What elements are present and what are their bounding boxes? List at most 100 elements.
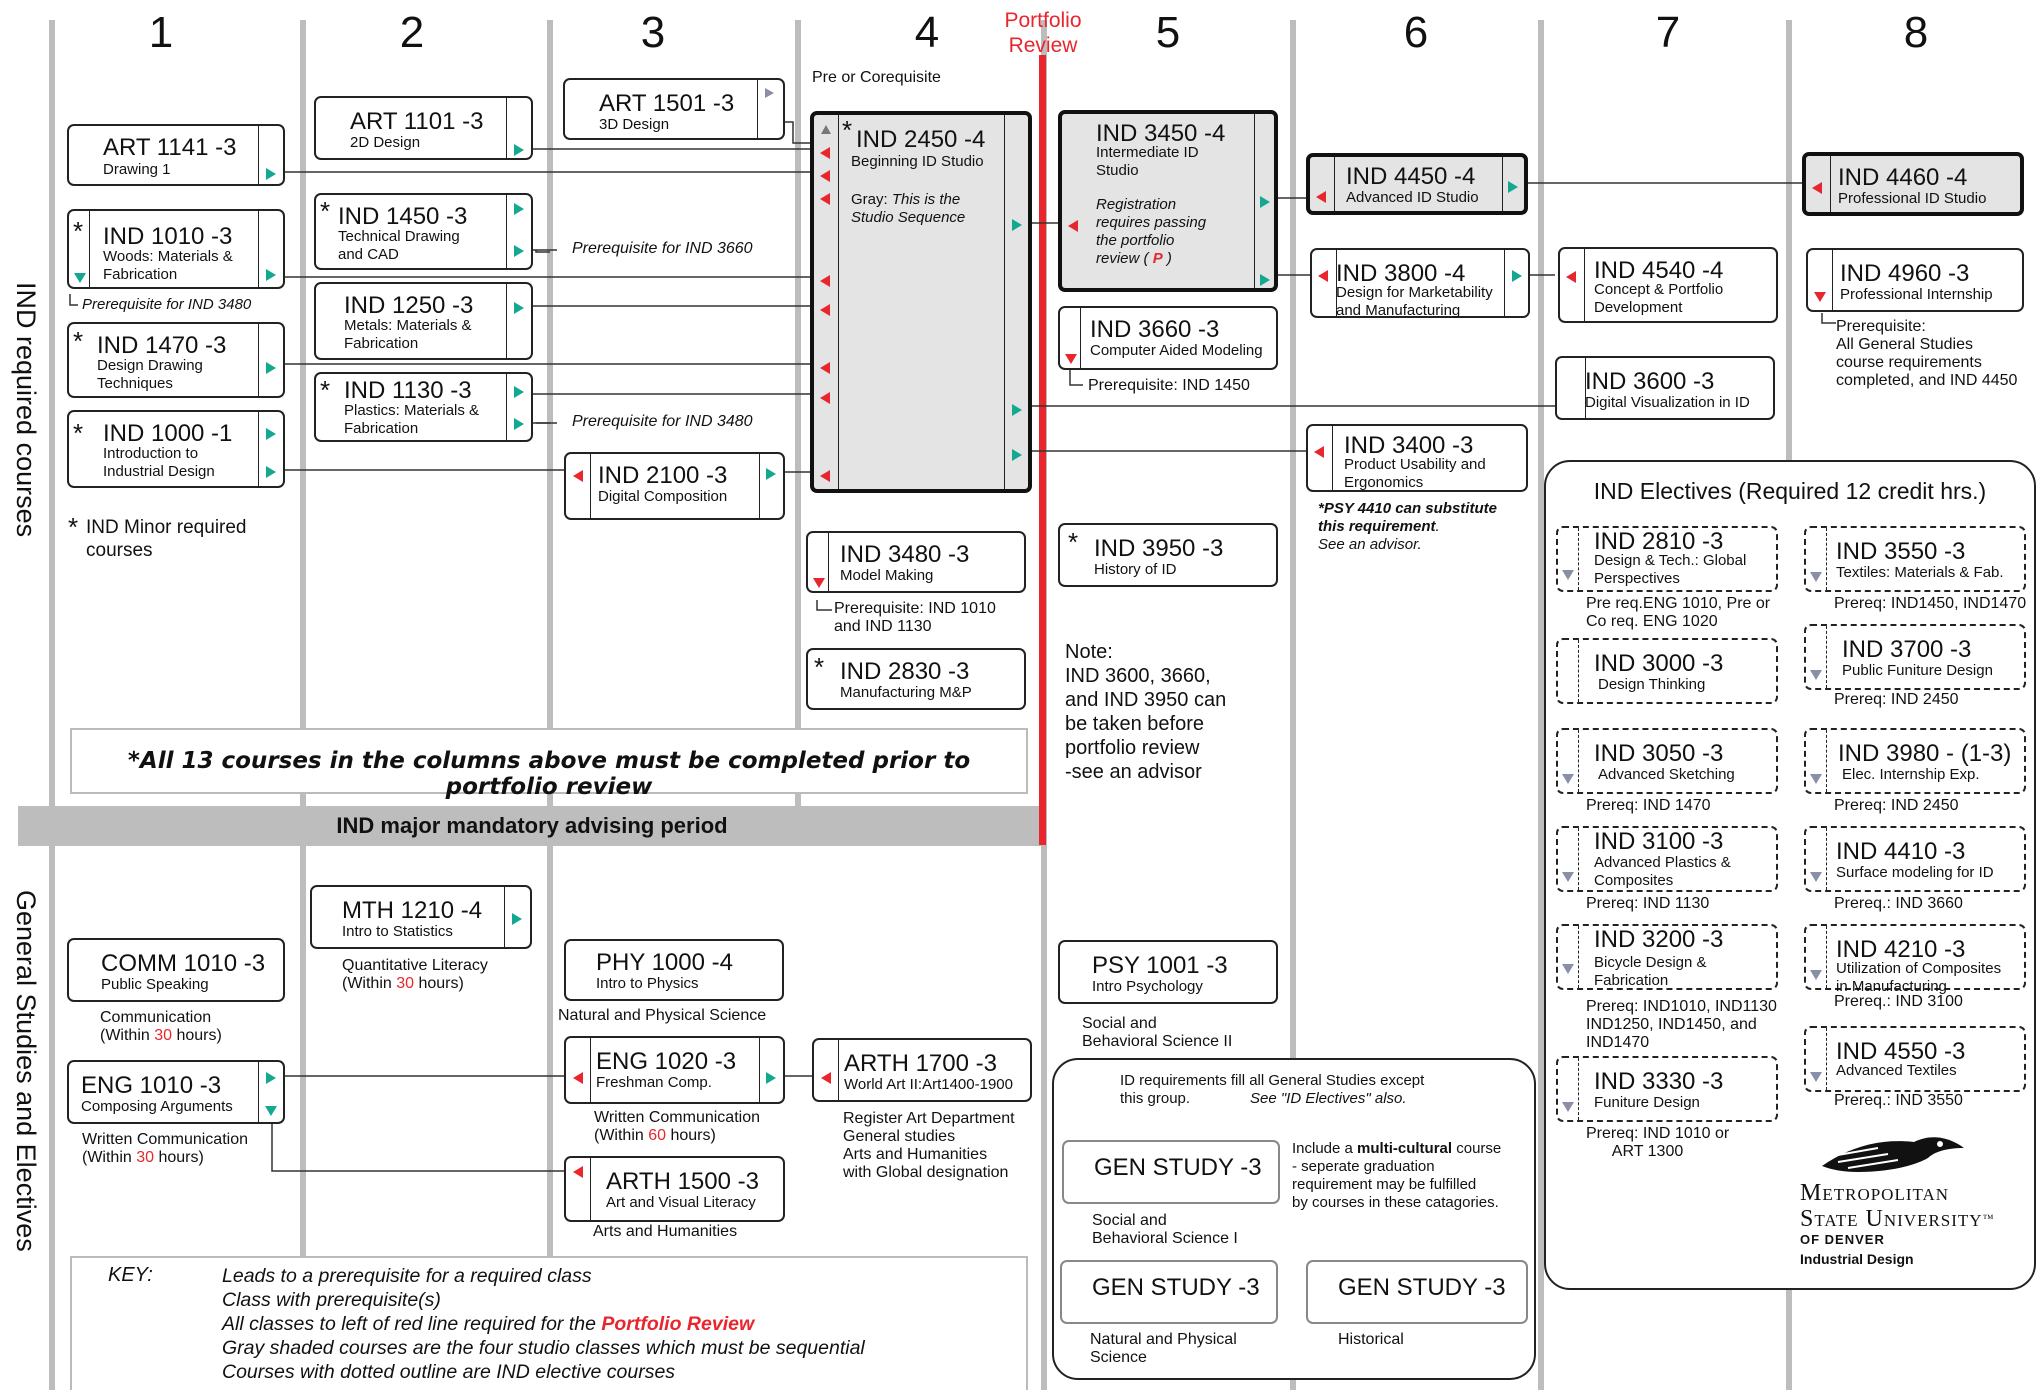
has-prereq-arrow-icon <box>1065 354 1077 364</box>
course-ind3600[interactable]: IND 3600 -3 Digital Visualization in ID <box>1555 356 1775 420</box>
prereq-arrow-icon <box>820 362 830 374</box>
course-code: IND 3000 -3 <box>1594 650 1724 677</box>
course-name: Introduction to Industrial Design <box>103 445 215 480</box>
course-code: PSY 1001 -3 <box>1092 952 1228 979</box>
course-code: GEN STUDY -3 <box>1094 1154 1262 1181</box>
course-ind1470[interactable]: * IND 1470 -3 Design Drawing Techniques <box>67 322 285 398</box>
gen-study-historical[interactable]: GEN STUDY -3 <box>1306 1260 1528 1324</box>
course-code: IND 3950 -3 <box>1094 535 1224 562</box>
leads-to-arrow-icon <box>1260 274 1270 286</box>
course-name: Design & Tech.: Global Perspectives <box>1594 552 1747 587</box>
course-code: GEN STUDY -3 <box>1338 1274 1506 1301</box>
gen-category: Communication(Within 30 hours) <box>100 1009 222 1044</box>
gen-panel-header-link: See "ID Electives" also. <box>1250 1090 1407 1107</box>
elective-ind3550[interactable]: IND 3550 -3 Textiles: Materials & Fab. <box>1804 526 2026 592</box>
course-psy1001[interactable]: PSY 1001 -3 Intro Psychology <box>1058 940 1278 1004</box>
elective-ind3330[interactable]: IND 3330 -3 Funiture Design <box>1556 1056 1778 1122</box>
course-code: ENG 1010 -3 <box>81 1072 222 1099</box>
course-arth1700[interactable]: ARTH 1700 -3 World Art II:Art1400-1900 <box>812 1038 1032 1102</box>
course-ind2830[interactable]: * IND 2830 -3 Manufacturing M&P <box>806 648 1026 710</box>
key-line: Leads to a prerequisite for a required c… <box>222 1265 592 1287</box>
course-ind3950[interactable]: * IND 3950 -3 History of ID <box>1058 523 1278 587</box>
course-ind3400[interactable]: IND 3400 -3 Product Usability and Ergono… <box>1306 424 1528 492</box>
course-ind4540[interactable]: IND 4540 -4 Concept & Portfolio Developm… <box>1558 247 1778 323</box>
course-ind3800[interactable]: IND 3800 -4 Design for Marketability and… <box>1310 248 1530 319</box>
course-code: IND 1130 -3 <box>344 377 472 404</box>
has-prereq-arrow-icon <box>1562 774 1574 784</box>
course-eng1020[interactable]: ENG 1020 -3 Freshman Comp. <box>564 1036 785 1104</box>
course-name: Design for Marketability and Manufacturi… <box>1336 284 1493 319</box>
course-code: IND 4210 -3 <box>1836 936 1966 963</box>
minor-star-icon: * <box>814 652 825 682</box>
prereq-note: Prerequisite for IND 3480 <box>572 413 753 430</box>
course-name: Utilization of Composites in Manufacturi… <box>1836 960 2002 995</box>
substitution-note: *PSY 4410 can substitute this requiremen… <box>1318 500 1497 553</box>
elective-ind3980[interactable]: IND 3980 - (1-3) Elec. Internship Exp. <box>1804 728 2026 794</box>
leads-to-arrow-icon <box>74 273 86 283</box>
logo-line3: OF DENVER <box>1800 1232 1885 1247</box>
prereq-arrow-icon <box>1068 220 1078 232</box>
course-ind3480[interactable]: IND 3480 -3 Model Making <box>806 531 1026 593</box>
gen-study-natural[interactable]: GEN STUDY -3 <box>1060 1260 1278 1324</box>
course-name: Digital Visualization in ID <box>1585 394 1750 411</box>
elective-ind3050[interactable]: IND 3050 -3 Advanced Sketching <box>1556 728 1778 794</box>
elective-ind4410[interactable]: IND 4410 -3 Surface modeling for ID <box>1804 826 2026 892</box>
prereq-note: Prereq.: IND 3100 <box>1834 993 1963 1010</box>
course-name: Manufacturing M&P <box>840 684 972 701</box>
course-art1501[interactable]: ART 1501 -3 3D Design <box>563 78 785 140</box>
column-number: 5 <box>1155 8 1181 57</box>
gen-category: Social and Behavioral Science II <box>1082 1015 1233 1050</box>
course-code: IND 3800 -4 <box>1336 260 1466 287</box>
course-name: 2D Design <box>350 134 421 151</box>
course-ind3660[interactable]: IND 3660 -3 Computer Aided Modeling <box>1058 306 1278 370</box>
course-ind1010[interactable]: * IND 1010 -3 Woods: Materials & Fabrica… <box>67 209 285 289</box>
course-ind3450[interactable]: IND 3450 -4 Intermediate ID Studio Regis… <box>1058 110 1278 292</box>
minor-star-icon: * <box>68 512 79 542</box>
course-ind4460[interactable]: IND 4460 -4 Professional ID Studio <box>1802 152 2024 216</box>
prereq-note: Prerequisite: IND 1450 <box>1088 377 1250 394</box>
pre-or-coreq-label: Pre or Corequisite <box>812 69 941 86</box>
prereq-note: Prereq: IND 2450 <box>1834 797 1959 814</box>
course-ind2450[interactable]: * IND 2450 -4 Beginning ID Studio Gray: … <box>810 111 1032 493</box>
has-prereq-arrow-icon <box>1562 1102 1574 1112</box>
course-ind1250[interactable]: IND 1250 -3 Metals: Materials & Fabricat… <box>314 282 533 360</box>
course-ind4450[interactable]: IND 4450 -4 Advanced ID Studio <box>1306 153 1528 215</box>
prereq-arrow-icon <box>820 193 830 205</box>
column-divider <box>1290 20 1296 1390</box>
leads-to-arrow-icon <box>266 1072 276 1084</box>
leads-to-arrow-icon <box>1012 449 1022 461</box>
gen-study-social[interactable]: GEN STUDY -3 <box>1062 1140 1280 1204</box>
column-number: 1 <box>148 8 174 57</box>
elective-ind4210[interactable]: IND 4210 -3 Utilization of Composites in… <box>1804 924 2026 995</box>
prereq-arrow-icon <box>821 1072 831 1084</box>
course-art1141[interactable]: ART 1141 -3 Drawing 1 <box>67 124 285 186</box>
course-ind1000[interactable]: * IND 1000 -1 Introduction to Industrial… <box>67 410 285 488</box>
course-ind2100[interactable]: IND 2100 -3 Digital Composition <box>564 452 785 520</box>
course-eng1010[interactable]: ENG 1010 -3 Composing Arguments <box>67 1060 285 1124</box>
portfolio-review-label: Portfolio Review <box>1004 9 1082 57</box>
elective-ind3000[interactable]: IND 3000 -3 Design Thinking <box>1556 638 1778 704</box>
course-comm1010[interactable]: COMM 1010 -3 Public Speaking <box>67 938 285 1002</box>
course-ind1130[interactable]: * IND 1130 -3 Plastics: Materials & Fabr… <box>314 372 533 442</box>
course-arth1500[interactable]: ARTH 1500 -3 Art and Visual Literacy <box>564 1156 785 1222</box>
course-name: Design Drawing Techniques <box>97 357 203 392</box>
logo-text: Metropolitan State University™ OF DENVER… <box>1800 1180 1994 1267</box>
key-line: All classes to left of red line required… <box>222 1313 755 1335</box>
elective-ind3200[interactable]: IND 3200 -3 Bicycle Design & Fabrication <box>1556 924 1778 990</box>
course-code: IND 4540 -4 <box>1594 257 1724 284</box>
column-number: 3 <box>640 8 666 57</box>
elective-ind4550[interactable]: IND 4550 -3 Advanced Textiles <box>1804 1026 2026 1092</box>
course-phy1000[interactable]: PHY 1000 -4 Intro to Physics <box>564 939 784 1001</box>
prereq-arrow-icon <box>573 470 583 482</box>
course-art1101[interactable]: ART 1101 -3 2D Design <box>314 96 533 160</box>
minor-star-icon: * <box>320 196 331 226</box>
portfolio-review-line <box>1039 55 1046 845</box>
elective-ind3700[interactable]: IND 3700 -3 Public Funiture Design <box>1804 624 2026 690</box>
elective-ind2810[interactable]: IND 2810 -3 Design & Tech.: Global Persp… <box>1556 526 1778 592</box>
elective-ind3100[interactable]: IND 3100 -3 Advanced Plastics & Composit… <box>1556 826 1778 892</box>
leads-to-arrow-icon <box>514 418 524 430</box>
course-name: Public Funiture Design <box>1842 662 1993 679</box>
course-ind4960[interactable]: IND 4960 -3 Professional Internship <box>1806 248 2024 312</box>
course-ind1450[interactable]: * IND 1450 -3 Technical Drawing and CAD <box>314 193 533 270</box>
course-mth1210[interactable]: MTH 1210 -4 Intro to Statistics <box>310 885 532 949</box>
